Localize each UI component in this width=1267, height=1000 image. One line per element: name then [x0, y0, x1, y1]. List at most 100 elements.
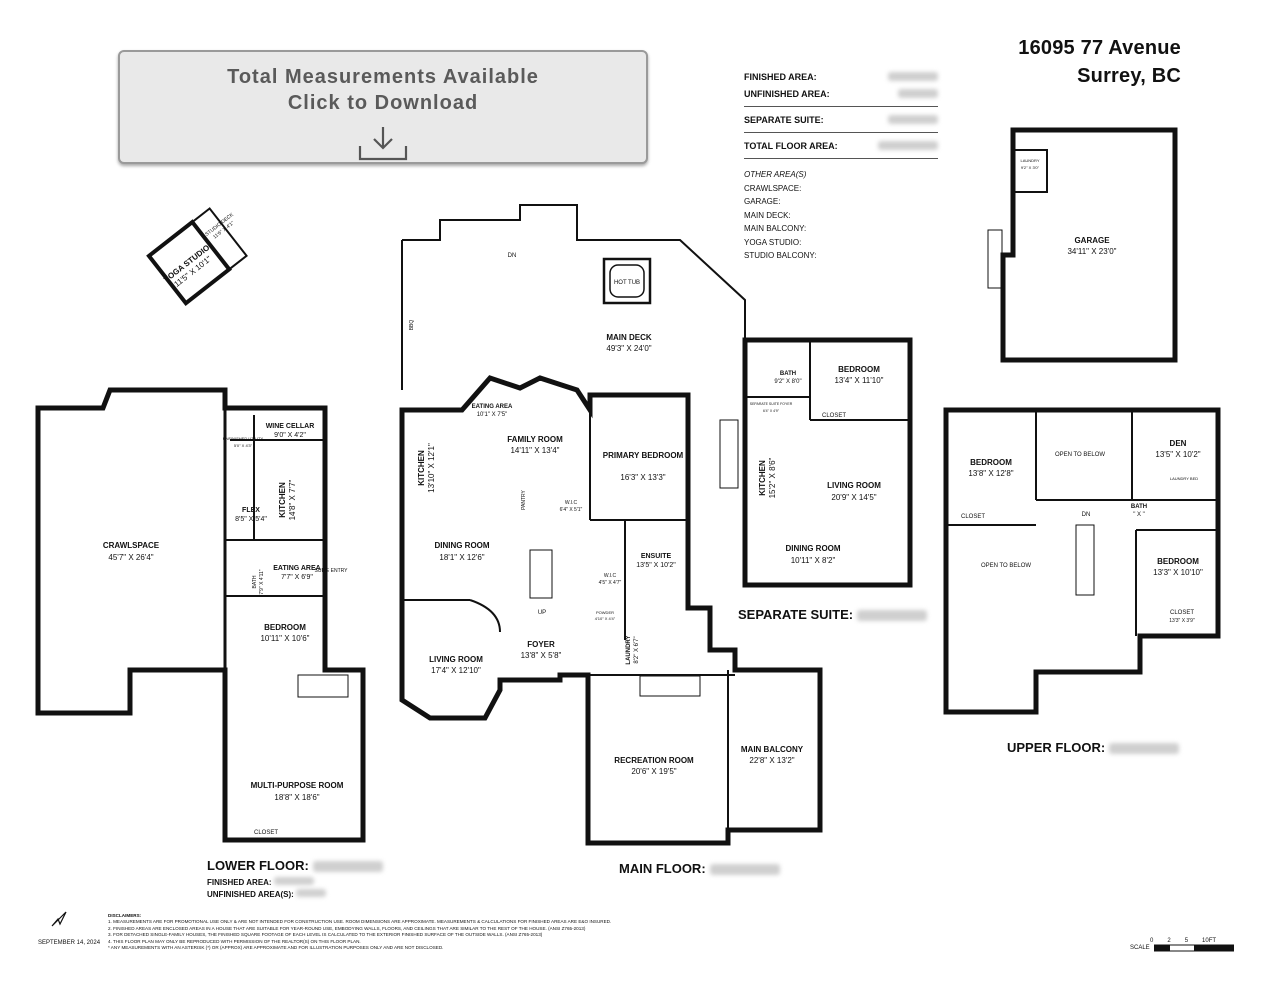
suite-caption: SEPARATE SUITE: — [738, 607, 928, 622]
recreation-dim: 20'6" X 19'5" — [631, 767, 676, 776]
powder-label: POWDER — [596, 610, 614, 615]
upper-floor-caption: UPPER FLOOR: — [1007, 740, 1180, 755]
address-line-1: 16095 77 Avenue — [1018, 37, 1181, 59]
up-label: UP — [538, 610, 546, 616]
crawlspace-label: CRAWLSPACE — [103, 541, 160, 550]
main-deck-outline — [402, 204, 746, 340]
main-eating-label: EATING AREA — [472, 404, 513, 410]
wic2-label: W.I.C — [604, 573, 617, 579]
primary-bedroom-dim: 16'3" X 13'3" — [620, 473, 665, 482]
other-area-yoga-studio: YOGA STUDIO: — [744, 237, 802, 247]
disclaimers: DISCLAIMERS: 1. MEASUREMENTS ARE FOR PRO… — [108, 913, 628, 951]
suite-dining-label: DINING ROOM — [785, 544, 840, 553]
suite-title: SEPARATE SUITE: — [738, 607, 854, 622]
redacted-value — [898, 89, 938, 98]
multi-purpose-dim: 18'8" X 18'6" — [274, 793, 319, 802]
unfinished-utility-dim: 5'0" X 4'3" — [234, 443, 253, 448]
divider — [744, 158, 938, 159]
plan-date: SEPTEMBER 14, 2024 — [38, 940, 101, 946]
redacted-value — [1109, 743, 1180, 755]
upper-bed2-label: BEDROOM — [1157, 557, 1199, 566]
suite-outline — [742, 337, 913, 588]
main-floor-outline — [399, 375, 823, 846]
property-address: 16095 77 Avenue Surrey, BC — [1018, 34, 1181, 90]
scale-tick: 2 — [1167, 938, 1171, 944]
wine-cellar-label: WINE CELLAR — [266, 423, 315, 430]
lower-kitchen-dim: 14'8" X 7'7" — [288, 479, 297, 520]
suite-foyer-dim: 6'4" X 4'9" — [763, 409, 780, 413]
disclaimer-4: 4. THIS FLOOR PLAN MAY ONLY BE REPRODUCE… — [108, 938, 361, 944]
multi-purpose-label: MULTI-PURPOSE ROOM — [251, 781, 344, 790]
upper-floor-title: UPPER FLOOR: — [1007, 740, 1106, 755]
unfinished-utility-label: UNFINISHED UTILITY — [223, 436, 264, 441]
disclaimer-title: DISCLAIMERS: — [108, 913, 142, 918]
download-line-1: Total Measurements Available — [227, 66, 539, 88]
upper-bath-label: BATH — [1131, 504, 1147, 510]
download-icon — [358, 127, 408, 161]
main-balcony-label: MAIN BALCONY — [741, 745, 804, 754]
garage-dim: 34'11" X 23'0" — [1067, 247, 1116, 256]
closet-label: CLOSET — [254, 830, 278, 836]
scale-tick: 5 — [1184, 938, 1189, 944]
finished-area-label: FINISHED AREA: — [744, 71, 817, 82]
suite-entry-label: SUITE ENTRY — [315, 568, 349, 574]
upper-floor-outline — [943, 407, 1221, 715]
laundry-bed-label: LAUNDRY BED — [1170, 476, 1198, 481]
foyer-dim: 13'8" X 5'8" — [521, 651, 562, 660]
open-below1-label: OPEN TO BELOW — [1055, 452, 1105, 458]
hot-tub-label: HOT TUB — [614, 280, 640, 286]
total-floor-area-label: TOTAL FLOOR AREA: — [744, 140, 838, 151]
disclaimer-1: 1. MEASUREMENTS ARE FOR PROMOTIONAL USE … — [108, 919, 612, 925]
scale-tick: 0 — [1150, 938, 1154, 944]
suite-bedroom-dim: 13'4" X 11'10" — [834, 376, 883, 385]
suite-living-label: LIVING ROOM — [827, 481, 881, 490]
wic1-label: W.I.C — [565, 500, 578, 506]
scale-bar: 0 2 5 10FT SCALE — [1130, 938, 1234, 952]
main-floor-title: MAIN FLOOR: — [619, 861, 706, 876]
wic1-dim: 6'4" X 5'1" — [560, 507, 583, 513]
main-balcony-dim: 22'8" X 13'2" — [749, 756, 794, 765]
closet-label: CLOSET — [961, 514, 985, 520]
other-area-main-deck: MAIN DECK: — [744, 210, 791, 220]
living-room-label: LIVING ROOM — [429, 655, 483, 664]
lower-bedroom-label: BEDROOM — [264, 623, 306, 632]
upper-bed2-dim: 13'3" X 10'10" — [1153, 568, 1203, 577]
lower-floor-caption: LOWER FLOOR: FINISHED AREA: UNFINISHED A… — [207, 858, 383, 901]
disclaimer-5: * ANY MEASUREMENTS WITH AN ASTERISK (*) … — [108, 945, 444, 951]
other-areas-title: OTHER AREA(S) — [744, 170, 807, 179]
suite-kitchen-label: KITCHEN — [758, 460, 767, 496]
lower-bath-label: BATH — [252, 575, 258, 588]
crawlspace-dim: 45'7" X 26'4" — [108, 553, 153, 562]
redacted-value — [709, 864, 780, 876]
lower-kitchen-label: KITCHEN — [278, 482, 287, 518]
other-areas: OTHER AREA(S) CRAWLSPACE: GARAGE: MAIN D… — [744, 168, 816, 263]
redacted-value — [888, 72, 938, 81]
download-measurements-button[interactable]: Total Measurements Available Click to Do… — [118, 50, 648, 164]
upper-closet-dim: 13'3" X 3'9" — [1169, 618, 1195, 624]
unfinished-area-label: UNFINISHED AREA: — [744, 88, 830, 99]
address-line-2: Surrey, BC — [1077, 65, 1181, 87]
dining-room-label: DINING ROOM — [434, 541, 489, 550]
north-arrow-icon — [51, 911, 67, 927]
laundry-dim: 8'2" X 6'7" — [634, 636, 640, 663]
main-kitchen-dim: 13'10" X 12'1" — [427, 443, 436, 493]
flex-label: FLEX — [242, 507, 260, 514]
redacted-value — [857, 610, 928, 622]
ensuite-label: ENSUITE — [641, 553, 672, 560]
redacted-value — [878, 141, 938, 150]
garage-laundry-label: LAUNDRY — [1020, 158, 1039, 163]
lower-unfinished-label: UNFINISHED AREA(S): — [207, 890, 294, 899]
lower-floor-outline — [35, 387, 366, 843]
suite-bath-label: BATH — [780, 371, 796, 377]
lower-eating-label: EATING AREA — [273, 565, 320, 572]
den-dim: 13'5" X 10'2" — [1155, 450, 1200, 459]
suite-bath-dim: 9'2" X 8'0" — [774, 379, 801, 385]
suite-dining-dim: 10'11" X 8'2" — [791, 556, 836, 565]
redacted-value — [296, 889, 327, 897]
dining-room-dim: 18'1" X 12'6" — [439, 553, 484, 562]
dn-label: DN — [1082, 512, 1091, 518]
suite-foyer-label: SEPARATE SUITE FOYER — [750, 402, 793, 406]
disclaimer-2: 2. FINISHED AREAS ARE ENCLOSED AREAS IN … — [108, 925, 586, 931]
foyer-label: FOYER — [527, 640, 555, 649]
lower-bath-dim: 7'9" X 4'11" — [259, 569, 265, 594]
